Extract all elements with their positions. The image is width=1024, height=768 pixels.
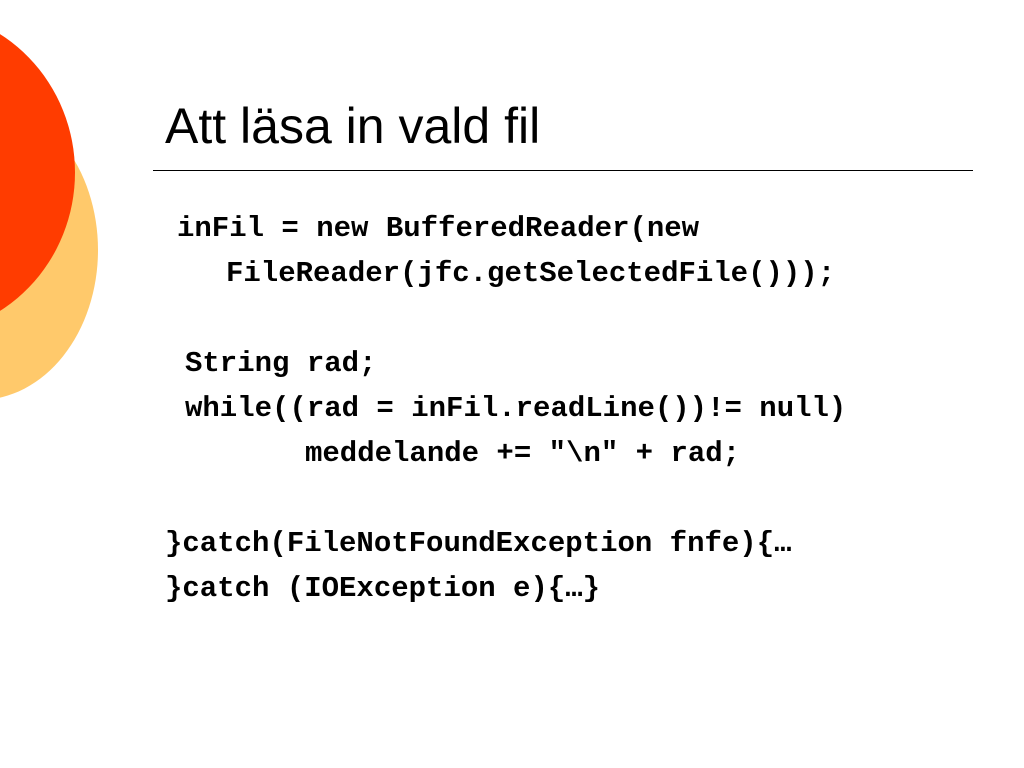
code-line-4: while((rad = inFil.readLine())!= null) [185, 392, 847, 425]
slide-title: Att läsa in vald fil [165, 98, 541, 154]
code-line-3: String rad; [185, 347, 377, 380]
code-line-1: inFil = new BufferedReader(new [177, 212, 700, 245]
code-line-5: meddelande += "\n" + rad; [305, 437, 741, 470]
code-line-7: }catch (IOException e){…} [165, 572, 601, 605]
code-line-6: }catch(FileNotFoundException fnfe){… [165, 527, 792, 560]
title-divider [153, 170, 973, 171]
code-line-2: FileReader(jfc.getSelectedFile())); [226, 257, 836, 290]
